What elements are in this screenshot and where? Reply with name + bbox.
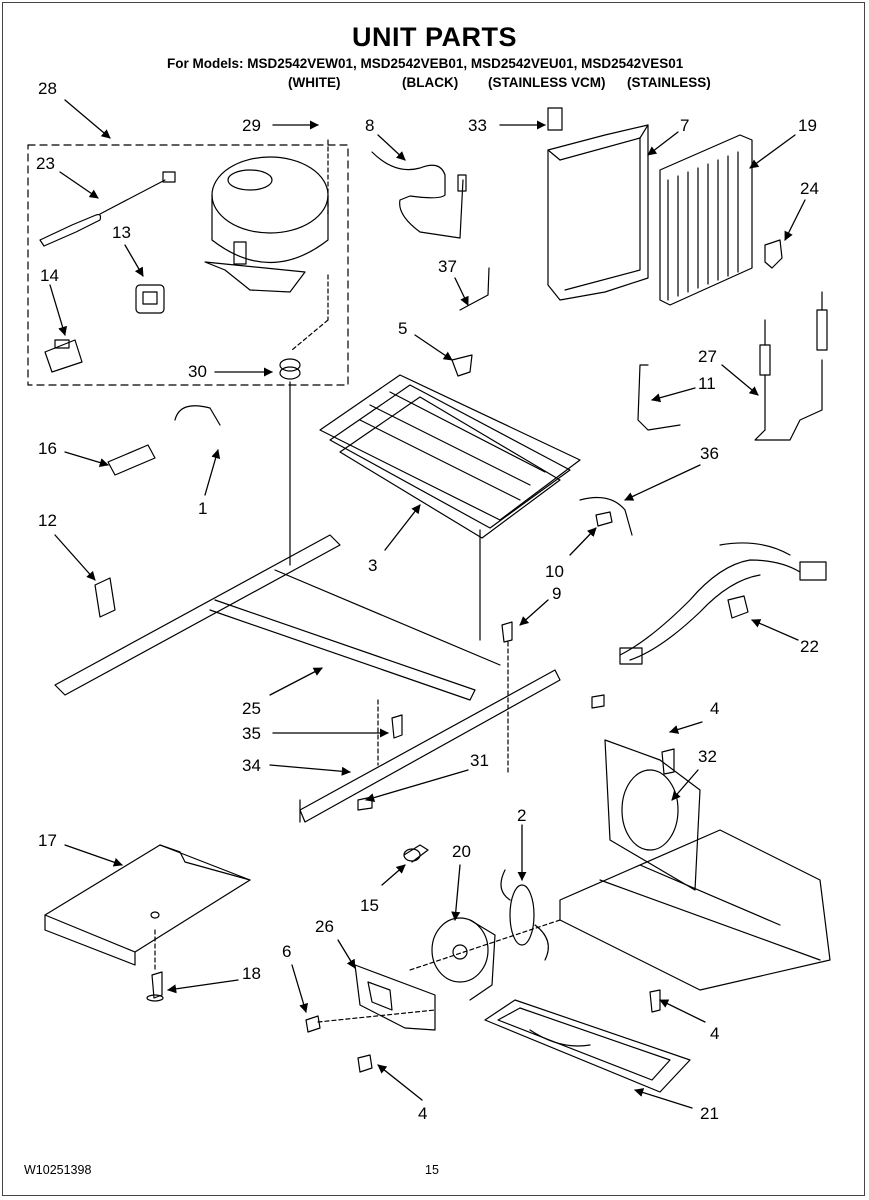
finish-stainless: (STAINLESS) (627, 75, 711, 90)
document-number: W10251398 (24, 1163, 92, 1177)
callout-23: 23 (36, 154, 55, 173)
callout-21: 21 (700, 1104, 719, 1123)
callout-13: 13 (112, 223, 131, 242)
clip-33 (547, 107, 563, 131)
callout-8: 8 (365, 116, 375, 135)
callout-32: 32 (698, 747, 717, 766)
callout-4-bottom: 4 (418, 1104, 428, 1123)
callout-22: 22 (800, 637, 819, 656)
drain-pan-21 (484, 999, 691, 1093)
bracket-26 (354, 964, 436, 1031)
screw-4a (661, 748, 675, 775)
screw-18 (151, 971, 163, 999)
cover-17 (44, 844, 251, 966)
page-number: 15 (425, 1163, 439, 1177)
callout-3: 3 (368, 556, 378, 575)
callout-6: 6 (282, 942, 292, 961)
screw-35 (391, 714, 403, 739)
callout-15: 15 (360, 896, 379, 915)
screw-4b (649, 989, 661, 1013)
wire-1 (174, 405, 221, 426)
fan-blade-2 (500, 869, 549, 961)
bracket-12 (94, 577, 116, 618)
grommet-15 (403, 844, 429, 863)
callout-30: 30 (188, 362, 207, 381)
callout-10: 10 (545, 562, 564, 581)
compressor-kit-box (27, 144, 349, 386)
callout-20: 20 (452, 842, 471, 861)
callout-29: 29 (242, 116, 261, 135)
finish-white: (WHITE) (288, 75, 341, 90)
callout-33: 33 (468, 116, 487, 135)
screw-10 (595, 511, 613, 527)
page-title: UNIT PARTS (352, 22, 517, 52)
callout-28: 28 (38, 79, 57, 98)
wire-11 (637, 364, 681, 431)
screw-9 (501, 621, 513, 643)
callout-18: 18 (242, 964, 261, 983)
shroud-7 (547, 107, 649, 301)
callout-9: 9 (552, 584, 562, 603)
callout-26: 26 (315, 917, 334, 936)
models-line: For Models: MSD2542VEW01, MSD2542VEB01, … (167, 56, 684, 71)
callout-34: 34 (242, 756, 261, 775)
callout-4-right: 4 (710, 1024, 720, 1043)
tube-37 (459, 267, 490, 311)
finish-stainless-vcm: (STAINLESS VCM) (488, 75, 606, 90)
callout-24: 24 (800, 179, 819, 198)
grommet-30 (279, 274, 329, 566)
support-34 (299, 669, 561, 823)
callout-31: 31 (470, 751, 489, 770)
fan-shroud-32 (559, 739, 831, 991)
leader-lines (49, 99, 806, 1109)
callout-14: 14 (40, 266, 59, 285)
small-electrical-parts (39, 171, 176, 373)
screw-31a (591, 694, 605, 709)
callout-17: 17 (38, 831, 57, 850)
screw-31b (357, 796, 373, 811)
callout-7: 7 (680, 116, 690, 135)
heater-36 (579, 497, 633, 536)
callout-19: 19 (798, 116, 817, 135)
callout-12: 12 (38, 511, 57, 530)
bracket-5 (451, 354, 473, 377)
frame-25 (54, 534, 501, 701)
callout-5: 5 (398, 319, 408, 338)
tube-8 (371, 151, 464, 239)
callout-35: 35 (242, 724, 261, 743)
condenser-19 (659, 134, 753, 306)
callout-4-top: 4 (710, 699, 720, 718)
callout-27: 27 (698, 347, 717, 366)
callout-11: 11 (698, 374, 716, 393)
callout-37: 37 (438, 257, 457, 276)
drier-27 (754, 291, 828, 441)
finish-black: (BLACK) (402, 75, 459, 90)
callout-1: 1 (198, 499, 208, 518)
evaporator-3 (319, 374, 581, 641)
callout-2: 2 (517, 806, 527, 825)
screw-6 (305, 1015, 321, 1033)
compressor-drawing (204, 139, 329, 293)
harness-22 (619, 542, 827, 665)
tube-16 (107, 444, 156, 476)
fan-motor-20 (431, 917, 496, 1001)
screw-4c (357, 1054, 373, 1073)
callout-36: 36 (700, 444, 719, 463)
callout-25: 25 (242, 699, 261, 718)
clip-24 (764, 239, 783, 269)
callout-16: 16 (38, 439, 57, 458)
